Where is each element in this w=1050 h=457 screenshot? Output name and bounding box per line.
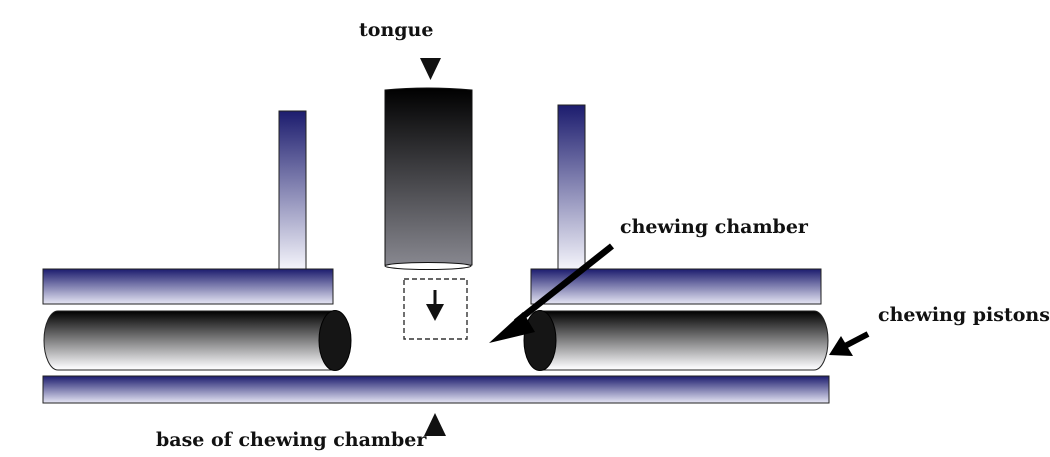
left-top-plate [42, 268, 334, 305]
right-rod [557, 104, 586, 270]
left-piston-cap [318, 310, 352, 371]
chewing-pistons-label: chewing pistons [878, 304, 1050, 326]
tongue-arrow [420, 58, 441, 80]
tongue-travel-arrow [426, 290, 444, 321]
left-rod [278, 110, 307, 270]
base-plate [42, 375, 830, 404]
base-arrow [424, 413, 446, 436]
left-piston [43, 310, 352, 371]
base-of-chewing-chamber-label: base of chewing chamber [156, 429, 427, 451]
chewing-pistons-arrow [829, 331, 870, 356]
tongue-cylinder [384, 87, 473, 270]
tongue-label: tongue [359, 19, 434, 41]
tongue-travel-box [403, 278, 468, 340]
right-piston [523, 310, 829, 371]
chewing-chamber-arrow [489, 243, 615, 343]
right-piston-cap [523, 310, 557, 371]
chewing-chamber-label: chewing chamber [620, 216, 808, 238]
